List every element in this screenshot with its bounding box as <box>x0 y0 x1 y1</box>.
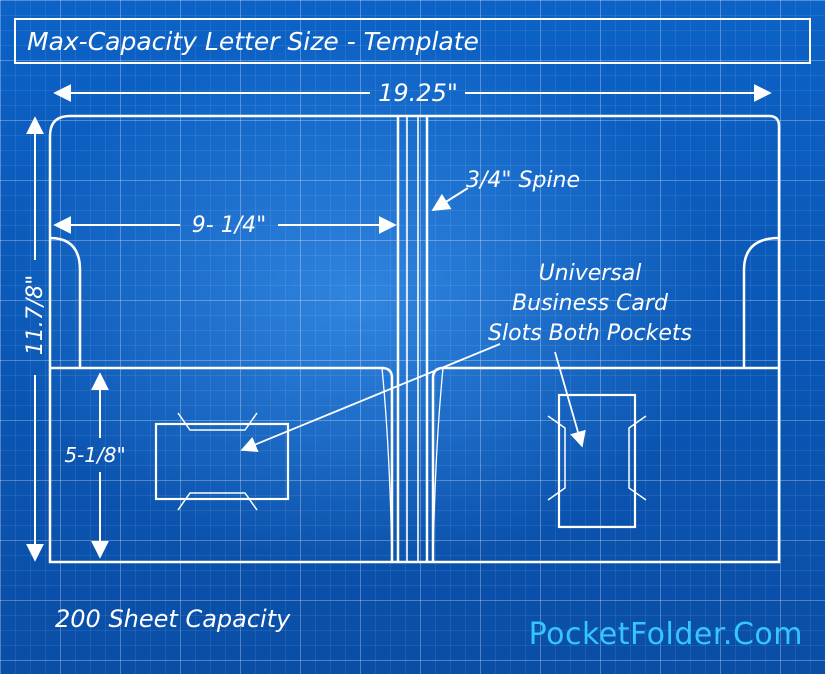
annotation-line-1: Universal <box>539 261 642 286</box>
right-business-card-slot <box>547 393 647 529</box>
annotation-arrow-left-card <box>240 343 501 452</box>
pocket-height-label: 5-1/8" <box>64 443 125 467</box>
left-business-card-slot <box>154 412 290 511</box>
left-pocket-flap-curve <box>49 236 82 368</box>
title-frame <box>14 18 811 64</box>
right-pocket-flap-curve <box>742 236 780 368</box>
capacity-label: 200 Sheet Capacity <box>55 605 291 633</box>
right-pocket-gusset <box>432 367 444 563</box>
height-label: 11.7/8" <box>23 275 48 356</box>
panel-width-label: 9- 1/4" <box>192 213 266 238</box>
folder-outline <box>48 114 781 564</box>
right-pocket-edge <box>431 366 779 562</box>
total-width-label: 19.25" <box>378 79 458 107</box>
left-pocket-gusset <box>381 367 393 563</box>
spine-label: 3/4" Spine <box>466 168 580 193</box>
annotation-line-3: Slots Both Pockets <box>488 321 692 346</box>
spine-callout-arrow <box>431 187 469 211</box>
brand-logo-text: PocketFolder.Com <box>528 617 803 652</box>
diagram-title: Max-Capacity Letter Size - Template <box>27 27 479 56</box>
annotation-line-2: Business Card <box>512 291 669 316</box>
annotation-arrow-right-card <box>554 351 586 448</box>
